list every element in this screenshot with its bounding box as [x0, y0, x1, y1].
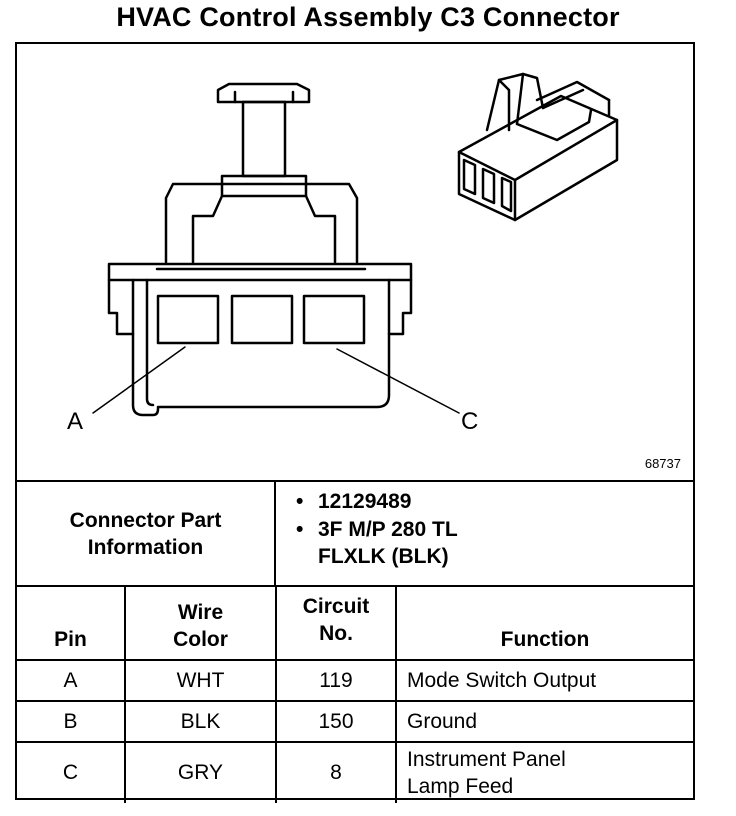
cavity-a [156, 294, 220, 345]
leader-line-a [92, 346, 186, 414]
callout-c: C [461, 408, 479, 435]
connector-description-line1: 3F M/P 280 TL [318, 518, 458, 541]
connector-drawing [92, 72, 619, 417]
cell-pin: B [17, 700, 126, 743]
connector-description-line2: FLXLK (BLK) [318, 545, 449, 568]
connector-shroud [164, 174, 359, 264]
connector-info-label: Connector Part Information [17, 482, 276, 585]
connector-description: 3F M/P 280 TL FLXLK (BLK) [296, 516, 693, 570]
diagram-title: HVAC Control Assembly C3 Connector [116, 2, 620, 32]
header-circuit-line1: Circuit [302, 595, 370, 618]
connector-latch [216, 82, 311, 178]
connector-frame: A C 68737 Connector Part Information 121… [15, 42, 695, 803]
header-function: Function [395, 585, 693, 661]
cell-function: Ground [395, 700, 693, 743]
leader-line-c [336, 348, 460, 414]
cell-circuit: 150 [275, 700, 397, 743]
connector-info-list: 12129489 3F M/P 280 TL FLXLK (BLK) [276, 482, 693, 585]
cell-wire-color: WHT [124, 659, 277, 702]
part-number: 12129489 [296, 488, 693, 515]
callout-a: A [67, 408, 84, 435]
cell-circuit: 119 [275, 659, 397, 702]
figure-number: 68737 [644, 456, 681, 471]
header-pin: Pin [17, 585, 126, 661]
cell-function-line2: Lamp Feed [407, 775, 514, 798]
connector-part-info: Connector Part Information 12129489 3F M… [17, 480, 693, 585]
cell-wire-color: GRY [124, 741, 277, 803]
table-row: B BLK 150 Ground [17, 700, 693, 743]
header-wire-color-line2: Color [173, 628, 228, 651]
cavity-b [230, 294, 294, 345]
cell-function: Mode Switch Output [395, 659, 693, 702]
isometric-connector-view [457, 72, 619, 222]
connector-drawing-area: A C 68737 [17, 44, 693, 480]
cavity-c [302, 294, 366, 345]
header-circuit-line2: No. [319, 622, 353, 645]
cell-pin: C [17, 741, 126, 803]
cell-circuit: 8 [275, 741, 397, 803]
connector-body [107, 262, 413, 417]
cell-wire-color: BLK [124, 700, 277, 743]
connector-info-label-line2: Information [87, 535, 204, 559]
connector-info-label-line1: Connector Part [69, 508, 222, 532]
table-row: A WHT 119 Mode Switch Output [17, 659, 693, 702]
header-wire-color-line1: Wire [177, 601, 224, 624]
cell-function-line1: Instrument Panel [407, 748, 566, 771]
cell-pin: A [17, 659, 126, 702]
